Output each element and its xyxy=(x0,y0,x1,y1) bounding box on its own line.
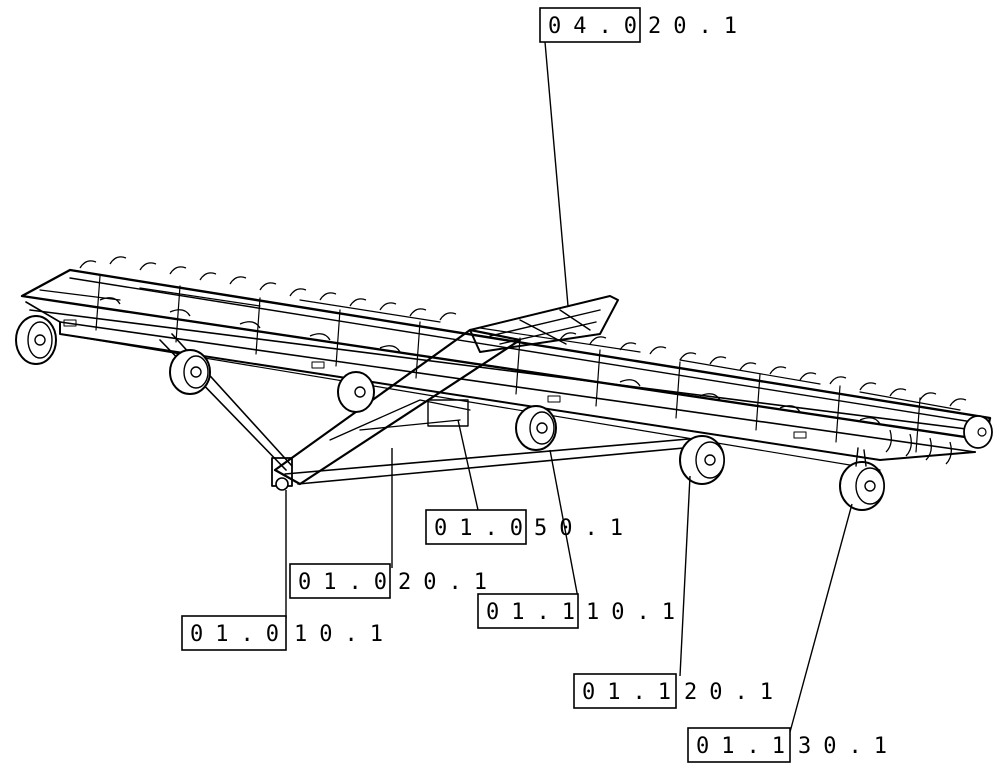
callout-rest-text: 10.1 xyxy=(586,600,687,625)
wheel-center-right xyxy=(515,405,557,451)
callout-boxed-text: 01.0 xyxy=(298,570,399,595)
callout-01-120-1: 01.1 20.1 xyxy=(573,673,785,709)
wheel-left-inner xyxy=(169,349,211,395)
callout-01-110-1: 01.1 10.1 xyxy=(477,593,687,629)
callout-boxed-text: 01.0 xyxy=(190,622,291,647)
center-hitch-frame xyxy=(469,295,619,353)
callout-rest-text: 20.1 xyxy=(398,570,499,595)
wheel-right-outer xyxy=(839,447,885,511)
callout-boxed-text: 01.1 xyxy=(486,600,587,625)
wheel-wing-tip xyxy=(963,415,993,449)
callout-04-020-1: 04.0 20.1 xyxy=(539,7,749,43)
callout-01-020-1: 01.0 20.1 xyxy=(289,563,499,599)
callout-01-130-1: 01.1 30.1 xyxy=(687,727,899,763)
wheel-center-left xyxy=(337,371,375,413)
wheel-right-inner xyxy=(679,435,725,485)
callout-rest-text: 10.1 xyxy=(294,622,395,647)
hitch-tongue xyxy=(159,328,706,491)
shank-rows xyxy=(79,256,967,465)
callout-boxed-text: 01.1 xyxy=(582,680,683,705)
cultivator-illustration xyxy=(15,256,993,511)
callout-rest-text: 50.1 xyxy=(534,516,635,541)
callout-01-050-1: 01.0 50.1 xyxy=(425,509,635,545)
callout-boxed-text: 04.0 xyxy=(548,14,649,39)
callout-boxed-text: 01.0 xyxy=(434,516,535,541)
gauge-wheels xyxy=(15,315,993,511)
callout-rest-text: 20.1 xyxy=(684,680,785,705)
callout-rest-text: 20.1 xyxy=(648,14,749,39)
callout-boxed-text: 01.1 xyxy=(696,734,797,759)
callout-rest-text: 30.1 xyxy=(798,734,899,759)
leader-lines xyxy=(285,41,853,733)
main-frame xyxy=(20,268,992,471)
wheel-left-outer xyxy=(15,315,57,365)
callout-01-010-1: 01.0 10.1 xyxy=(181,615,395,651)
